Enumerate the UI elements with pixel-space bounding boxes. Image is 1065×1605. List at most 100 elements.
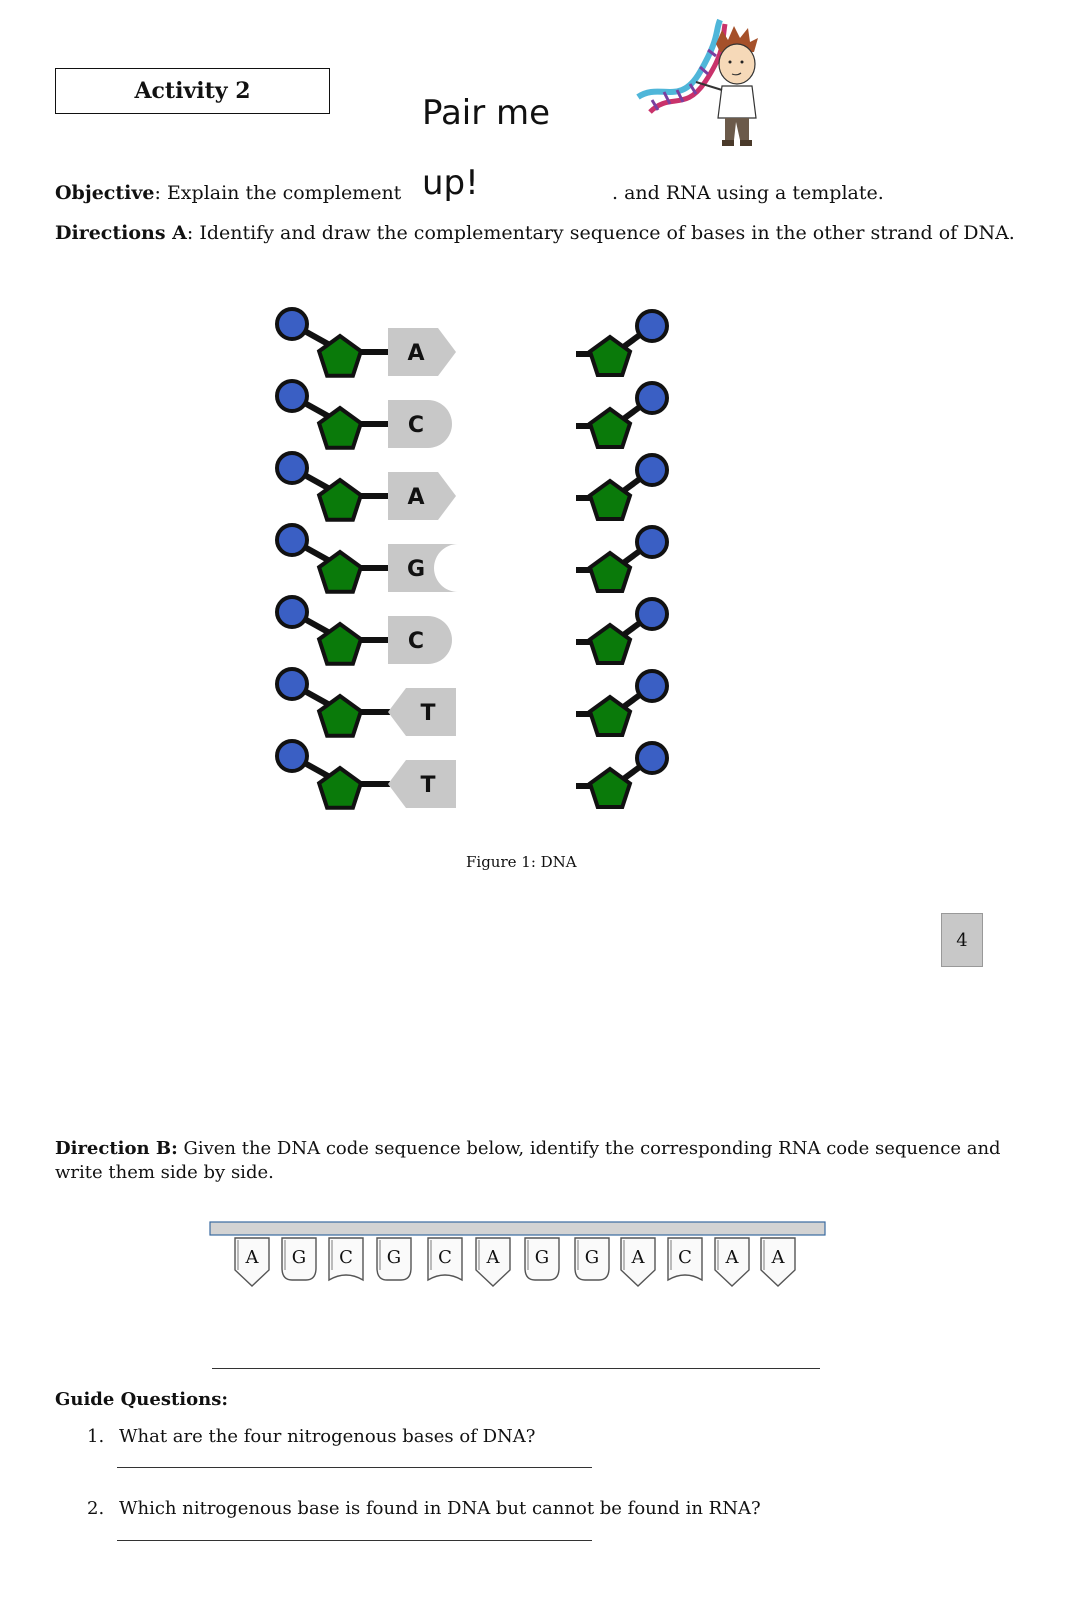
- rna-base-letter: G: [535, 1247, 549, 1268]
- complementary-nucleotide: [576, 309, 669, 377]
- rna-base: A: [714, 1237, 750, 1287]
- rna-base: A: [620, 1237, 656, 1287]
- complementary-nucleotide: [576, 381, 669, 449]
- sugar-pentagon: [587, 550, 633, 593]
- answer-line-2[interactable]: [117, 1540, 592, 1541]
- rna-base-shape: [667, 1237, 703, 1282]
- sugar-pentagon: [587, 766, 633, 809]
- sugar-pentagon: [316, 693, 364, 738]
- directions-a-text: : Identify and draw the complementary se…: [186, 222, 1015, 244]
- dna-figure: A C A G C T T: [275, 307, 669, 810]
- rna-base: C: [427, 1237, 463, 1282]
- base-letter: C: [408, 413, 424, 438]
- nitrogenous-base-shape: [388, 616, 452, 664]
- sugar-pentagon: [316, 621, 364, 666]
- rna-base-shape: [524, 1237, 560, 1281]
- phosphate-group: [635, 381, 669, 415]
- nitrogenous-base-shape: [388, 328, 456, 376]
- complementary-nucleotide: [576, 453, 669, 521]
- template-nucleotide: C: [275, 595, 452, 666]
- nitrogenous-base-shape: [388, 472, 456, 520]
- direction-b-label: Direction B:: [55, 1138, 178, 1159]
- objective-line: Objective: Explain the complement: [55, 180, 610, 206]
- sugar-pentagon: [316, 333, 364, 378]
- rna-base-shape: [620, 1237, 656, 1287]
- complementary-nucleotide: [576, 597, 669, 665]
- phosphate-group: [275, 307, 309, 341]
- base-letter: A: [407, 485, 424, 510]
- rna-base: G: [281, 1237, 317, 1281]
- direction-b-text: Given the DNA code sequence below, ident…: [55, 1138, 1001, 1183]
- rna-base: A: [234, 1237, 270, 1287]
- base-letter: T: [420, 701, 435, 726]
- sugar-pentagon: [316, 549, 364, 594]
- guide-questions-heading: Guide Questions:: [55, 1389, 228, 1410]
- rna-base-letter: G: [387, 1247, 401, 1268]
- direction-b: Direction B: Given the DNA code sequence…: [55, 1137, 1015, 1185]
- rna-base-letter: A: [771, 1247, 786, 1268]
- phosphate-group: [275, 379, 309, 413]
- rna-base-shape: [427, 1237, 463, 1282]
- base-letter: C: [408, 629, 424, 654]
- sugar-pentagon: [316, 765, 364, 810]
- question-number: 2.: [87, 1498, 105, 1519]
- rna-base-shape: [475, 1237, 511, 1287]
- dna-template-strand: A C A G C T T: [275, 307, 458, 810]
- scientist-icon: [695, 26, 758, 146]
- complementary-nucleotide: [576, 741, 669, 809]
- rna-base-letter: A: [725, 1247, 740, 1268]
- objective-text-left: : Explain the complement: [154, 182, 402, 204]
- phosphate-group: [635, 597, 669, 631]
- rna-base-letter: A: [631, 1247, 646, 1268]
- figure-caption: Figure 1: DNA: [466, 853, 577, 871]
- complementary-nucleotide: [576, 525, 669, 593]
- phosphate-group: [635, 741, 669, 775]
- rna-base: G: [574, 1237, 610, 1281]
- base-letter: T: [420, 773, 435, 798]
- rna-base-shape: [281, 1237, 317, 1281]
- question-text: What are the four nitrogenous bases of D…: [119, 1426, 536, 1447]
- answer-line-1[interactable]: [117, 1467, 592, 1468]
- rna-base-shape: [760, 1237, 796, 1287]
- base-letter: G: [407, 557, 425, 582]
- sugar-pentagon: [587, 622, 633, 665]
- rna-base-letter: A: [486, 1247, 501, 1268]
- directions-a-label: Directions A: [55, 222, 187, 244]
- sugar-pentagon: [587, 334, 633, 377]
- rna-base-letter: C: [678, 1247, 692, 1268]
- scientist-dna-illustration: [636, 18, 758, 146]
- sugar-pentagon: [316, 405, 364, 450]
- rna-base-letter: C: [339, 1247, 353, 1268]
- rna-answer-line[interactable]: [212, 1368, 820, 1369]
- dna-complementary-strand: [576, 309, 669, 809]
- nitrogenous-base-shape: [388, 760, 456, 808]
- rna-base: G: [524, 1237, 560, 1281]
- rna-base-shape: [234, 1237, 270, 1287]
- question-text: Which nitrogenous base is found in DNA b…: [119, 1498, 761, 1519]
- page-title: Pair me up!: [422, 93, 551, 203]
- rna-base: A: [475, 1237, 511, 1287]
- template-nucleotide: C: [275, 379, 452, 450]
- rna-base-letter: A: [245, 1247, 260, 1268]
- template-nucleotide: A: [275, 307, 456, 378]
- objective-label: Objective: [55, 182, 155, 204]
- phosphate-group: [635, 669, 669, 703]
- base-letter: A: [407, 341, 424, 366]
- sugar-pentagon: [587, 694, 633, 737]
- guide-question-2: 2. Which nitrogenous base is found in DNA…: [87, 1496, 987, 1522]
- complementary-nucleotide: [576, 669, 669, 737]
- phosphate-group: [635, 525, 669, 559]
- phosphate-group: [275, 667, 309, 701]
- rna-base: A: [760, 1237, 796, 1287]
- rna-base: C: [328, 1237, 364, 1282]
- guide-question-1: 1.What are the four nitrogenous bases of…: [87, 1424, 987, 1450]
- rna-base-shape: [714, 1237, 750, 1287]
- nitrogenous-base-shape: [388, 544, 458, 592]
- dna-helix-icon: [636, 18, 728, 114]
- template-nucleotide: G: [275, 523, 458, 594]
- template-nucleotide: T: [275, 667, 456, 738]
- phosphate-group: [635, 453, 669, 487]
- sugar-pentagon: [587, 406, 633, 449]
